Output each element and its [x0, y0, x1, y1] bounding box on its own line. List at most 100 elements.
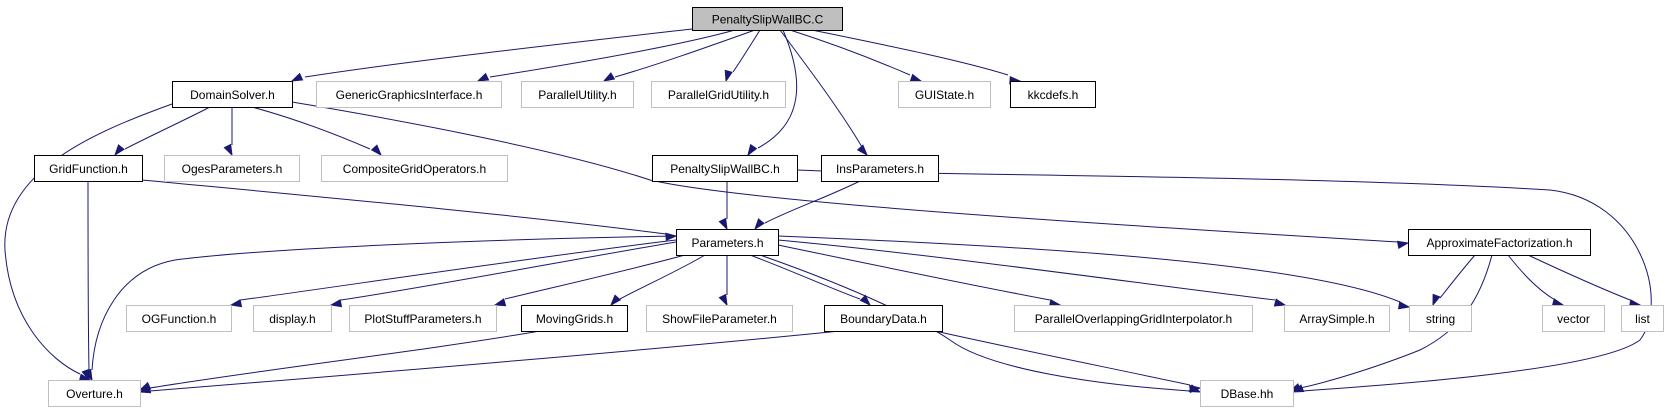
- node-parameters-h[interactable]: Parameters.h: [676, 229, 779, 256]
- node-label: string: [1426, 312, 1455, 326]
- node-gridfunction-h[interactable]: GridFunction.h: [34, 155, 143, 182]
- node-box: [1409, 305, 1472, 332]
- node-label: ParallelUtility.h: [538, 88, 616, 102]
- node-label: ShowFileParameter.h: [662, 312, 777, 326]
- node-box: [349, 305, 497, 332]
- edge-parameters-h-to-overture-h: [83, 235, 677, 382]
- node-box: [126, 305, 232, 332]
- edge-parameters-h-to-plotstuffparameters-h: [493, 254, 686, 307]
- edge-parameters-h-to-string: [777, 235, 1411, 310]
- node-label: GUIState.h: [915, 88, 974, 102]
- node-label: OgesParameters.h: [182, 162, 283, 176]
- node-box: [824, 305, 943, 332]
- edge-parameters-h-to-ogfunction-h: [229, 239, 677, 308]
- edge-boundarydata-h-to-overture-h: [138, 330, 841, 394]
- node-showfileparameter-h: ShowFileParameter.h: [646, 305, 793, 332]
- node-box: [651, 81, 786, 108]
- edge-penaltyslipwallbc-c-to-kkcdefs-h: [811, 29, 1022, 85]
- node-label: ApproximateFactorization.h: [1426, 236, 1572, 250]
- node-box: [692, 7, 843, 31]
- node-box: [1014, 305, 1253, 332]
- node-box: [898, 81, 991, 108]
- node-box: [652, 155, 798, 182]
- edge-penaltyslipwallbc-h-to-dbase-hh: [796, 169, 1652, 393]
- edge-gridfunction-h-to-parameters-h: [141, 179, 678, 242]
- node-label: PenaltySlipWallBC.h: [670, 162, 780, 176]
- node-label: Parameters.h: [691, 236, 763, 250]
- node-guistate-h: GUIState.h: [898, 81, 991, 108]
- node-box: [253, 305, 332, 332]
- node-label: DomainSolver.h: [190, 88, 275, 102]
- edge-penaltyslipwallbc-c-to-genericgraphicsinterface-h: [476, 29, 736, 82]
- node-label: ParallelGridUtility.h: [668, 88, 769, 102]
- node-parallelgridutility-h: ParallelGridUtility.h: [651, 81, 786, 108]
- node-label: vector: [1557, 312, 1590, 326]
- node-list: list: [1621, 305, 1664, 332]
- node-compositegridoperators-h: CompositeGridOperators.h: [321, 155, 508, 182]
- edge-insparameters-h-to-parameters-h: [754, 180, 861, 231]
- node-box: [1408, 229, 1591, 256]
- edge-penaltyslipwallbc-c-to-parallelgridutility-h: [724, 29, 761, 83]
- node-movinggrids-h[interactable]: MovingGrids.h: [521, 305, 628, 332]
- node-arraysimple-h: ArraySimple.h: [1284, 305, 1390, 332]
- node-label: InsParameters.h: [836, 162, 924, 176]
- node-label: BoundaryData.h: [840, 312, 927, 326]
- edge-domainsolver-h-to-overture-h: [4, 103, 173, 382]
- edge-penaltyslipwallbc-c-to-parallelutility-h: [602, 29, 756, 82]
- node-parallelutility-h: ParallelUtility.h: [521, 81, 634, 108]
- node-label: Overture.h: [66, 387, 123, 401]
- node-box: [1200, 380, 1294, 407]
- node-box: [48, 380, 141, 407]
- node-vector: vector: [1542, 305, 1605, 332]
- edge-domainsolver-h-to-approximatefactorization-h: [291, 101, 1410, 250]
- node-label: PlotStuffParameters.h: [364, 312, 481, 326]
- node-box: [34, 155, 143, 182]
- edge-parameters-h-to-arraysimple-h: [777, 239, 1287, 307]
- edge-approximatefactorization-h-to-list: [1527, 254, 1642, 308]
- node-box: [164, 155, 300, 182]
- node-ogfunction-h: OGFunction.h: [126, 305, 232, 332]
- node-boundarydata-h[interactable]: BoundaryData.h: [824, 305, 943, 332]
- edge-domainsolver-h-to-ogesparameters-h: [223, 106, 233, 157]
- edge-approximatefactorization-h-to-vector: [1507, 254, 1565, 307]
- node-box: [646, 305, 793, 332]
- node-domainsolver-h[interactable]: DomainSolver.h: [172, 81, 293, 108]
- node-box: [172, 81, 293, 108]
- edge-parameters-h-to-showfileparameter-h: [718, 254, 728, 307]
- node-box: [1542, 305, 1605, 332]
- node-string: string: [1409, 305, 1472, 332]
- node-kkcdefs-h[interactable]: kkcdefs.h: [1010, 81, 1096, 108]
- node-box: [1284, 305, 1390, 332]
- edge-penaltyslipwallbc-c-to-domainsolver-h: [290, 28, 693, 82]
- node-label: OGFunction.h: [142, 312, 217, 326]
- edge-parameters-h-to-movinggrids-h: [609, 254, 706, 307]
- node-display-h: display.h: [253, 305, 332, 332]
- node-box: [521, 305, 628, 332]
- node-box: [676, 229, 779, 256]
- edge-approximatefactorization-h-to-string: [1432, 254, 1476, 307]
- node-box: [321, 155, 508, 182]
- node-overture-h: Overture.h: [48, 380, 141, 407]
- node-penaltyslipwallbc-h[interactable]: PenaltySlipWallBC.h: [652, 155, 798, 182]
- node-paralleloverlappinggridinterpolator-h: ParallelOverlappingGridInterpolator.h: [1014, 305, 1253, 332]
- node-box: [821, 155, 939, 182]
- edge-penaltyslipwallbc-c-to-insparameters-h: [779, 29, 869, 157]
- edge-parameters-h-to-boundarydata-h: [749, 254, 872, 307]
- edge-gridfunction-h-to-overture-h: [81, 180, 90, 382]
- edge-movinggrids-h-to-overture-h: [138, 330, 541, 391]
- node-label: MovingGrids.h: [536, 312, 613, 326]
- node-approximatefactorization-h[interactable]: ApproximateFactorization.h: [1408, 229, 1591, 256]
- node-box: [521, 81, 634, 108]
- node-label: GenericGraphicsInterface.h: [336, 88, 483, 102]
- edge-penaltyslipwallbc-h-to-parameters-h: [718, 180, 728, 231]
- edge-parameters-h-to-display-h: [329, 241, 677, 308]
- node-insparameters-h[interactable]: InsParameters.h: [821, 155, 939, 182]
- edge-boundarydata-h-to-dbase-hh: [934, 330, 1202, 394]
- edge-penaltyslipwallbc-c-to-penaltyslipwallbc-h: [747, 29, 798, 157]
- node-box: [1621, 305, 1664, 332]
- node-box: [1010, 81, 1096, 108]
- node-label: PenaltySlipWallBC.C: [712, 13, 824, 27]
- node-label: GridFunction.h: [49, 162, 128, 176]
- node-penaltyslipwallbc-c[interactable]: PenaltySlipWallBC.C: [692, 7, 843, 31]
